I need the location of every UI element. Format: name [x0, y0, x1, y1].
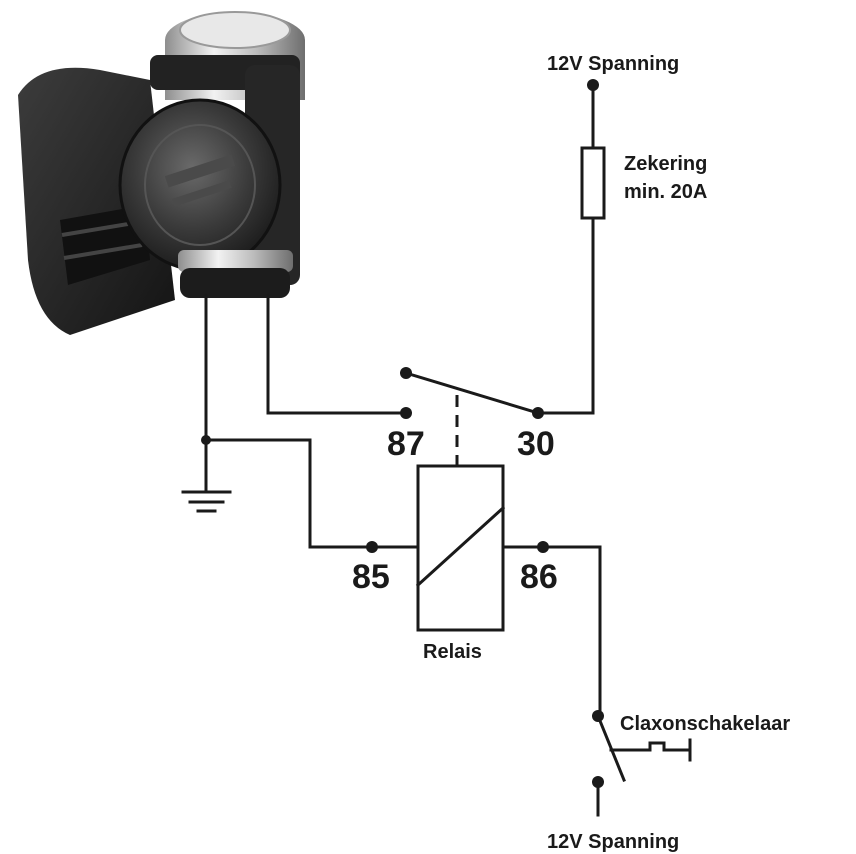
terminal-85-dot — [366, 541, 378, 553]
relay-coil-icon — [415, 464, 506, 632]
relay-switch-arm — [404, 371, 540, 415]
terminal-30-label: 30 — [517, 425, 555, 463]
supply-bottom-label: 12V Spanning — [547, 831, 679, 853]
fuse-icon — [580, 146, 606, 220]
terminal-87-dot — [400, 407, 412, 419]
terminal-86-label: 86 — [520, 558, 558, 596]
fuse-label-line1: Zekering — [624, 153, 707, 175]
wire-fuse-30 — [536, 216, 595, 415]
push-switch-icon — [592, 710, 692, 782]
relay-label: Relais — [423, 641, 482, 663]
ground-icon — [181, 438, 232, 513]
junction-dot — [201, 435, 211, 445]
switch-label: Claxonschakelaar — [620, 713, 790, 735]
fuse-label-line2: min. 20A — [624, 181, 707, 203]
supply-top-label: 12V Spanning — [547, 53, 679, 75]
terminal-87-label: 87 — [387, 425, 425, 463]
terminal-85-label: 85 — [352, 558, 390, 596]
horn-icon — [18, 11, 305, 336]
wire-horn-87 — [266, 293, 408, 415]
wire-86-switch — [501, 545, 602, 718]
wire-ground-85 — [204, 438, 420, 549]
